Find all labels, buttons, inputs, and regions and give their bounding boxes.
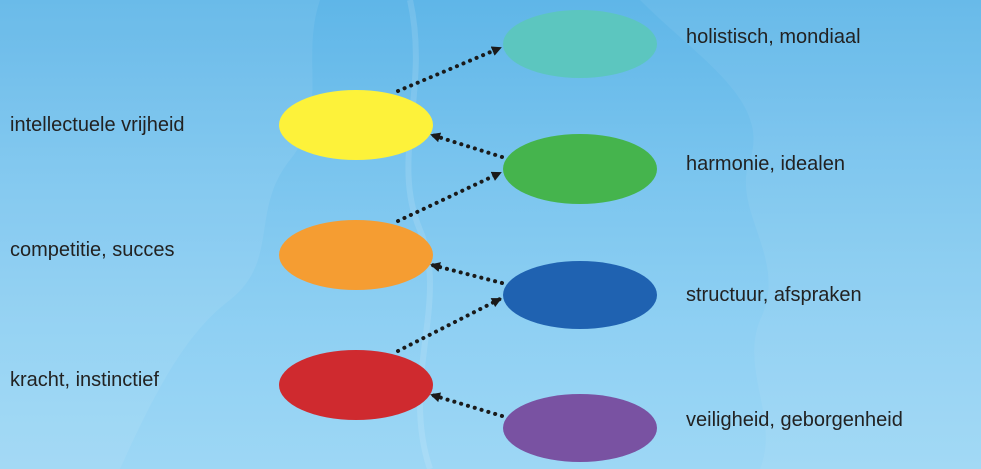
node-green bbox=[503, 134, 657, 204]
connections-layer bbox=[396, 46, 504, 418]
node-orange bbox=[279, 220, 433, 290]
nodes-layer bbox=[279, 10, 657, 462]
arrow-purple-to-red bbox=[430, 392, 504, 418]
label-yellow: intellectuele vrijheid bbox=[10, 114, 185, 136]
label-orange: competitie, succes bbox=[10, 239, 175, 261]
node-turquoise bbox=[503, 10, 657, 78]
label-turquoise: holistisch, mondiaal bbox=[686, 26, 861, 48]
arrow-blue-to-orange bbox=[430, 262, 504, 285]
label-red: kracht, instinctief bbox=[10, 369, 159, 391]
background-landmass-left bbox=[0, 0, 320, 469]
node-red bbox=[279, 350, 433, 420]
node-yellow bbox=[279, 90, 433, 160]
node-blue bbox=[503, 261, 657, 329]
arrow-red-to-blue bbox=[396, 297, 502, 353]
arrow-green-to-yellow bbox=[430, 132, 504, 159]
label-green: harmonie, idealen bbox=[686, 153, 845, 175]
background-landmass-right bbox=[640, 0, 981, 469]
label-purple: veiligheid, geborgenheid bbox=[686, 409, 903, 431]
arrow-yellow-to-turquoise bbox=[396, 46, 502, 93]
node-purple bbox=[503, 394, 657, 462]
arrow-orange-to-green bbox=[396, 171, 502, 223]
label-blue: structuur, afspraken bbox=[686, 284, 862, 306]
